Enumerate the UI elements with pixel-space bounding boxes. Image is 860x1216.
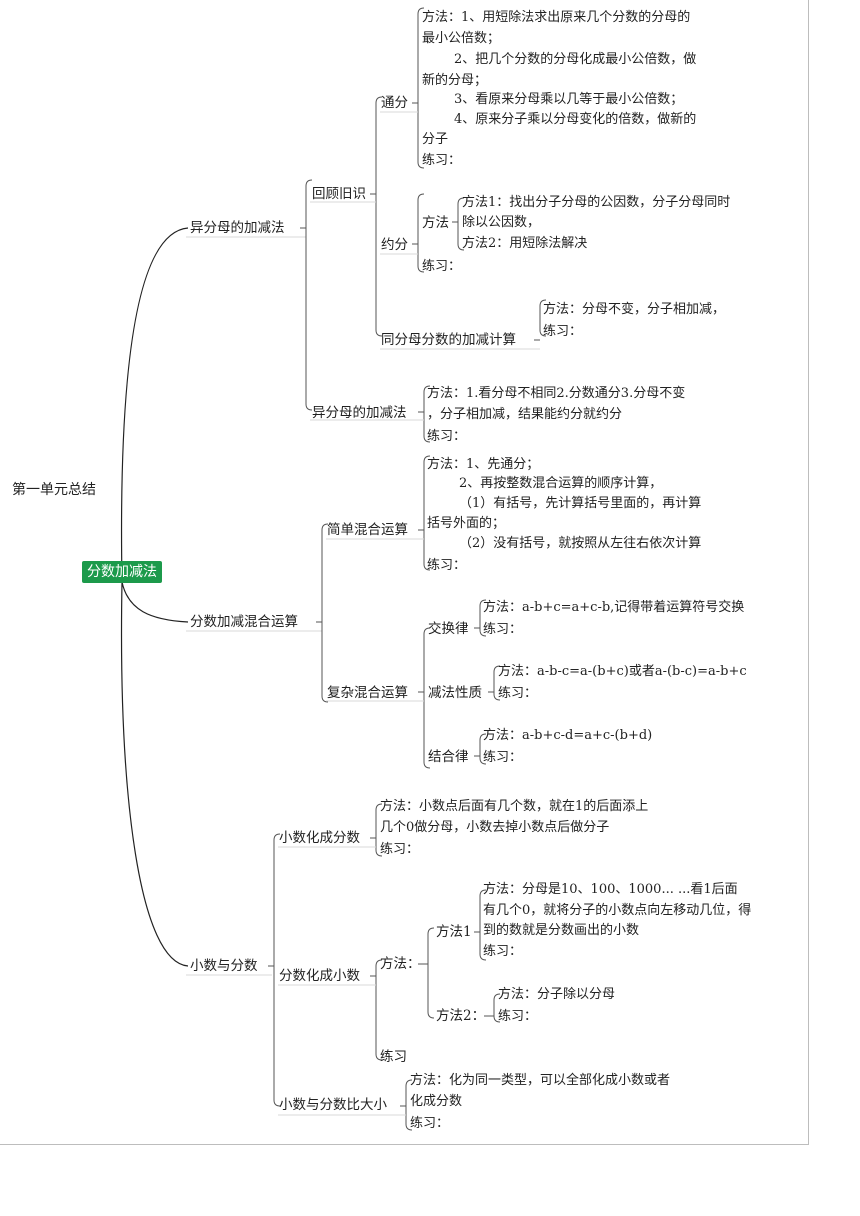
mind-map-connectors (120, 7, 547, 1131)
brace-m1 (474, 889, 487, 961)
brace-simple (418, 455, 431, 571)
brace-associative (474, 733, 487, 765)
center-node[interactable]: 分数加减法 (82, 561, 162, 583)
to-decimal-practice: 练习 (380, 1049, 407, 1065)
tongfen-line: 最小公倍数； (422, 31, 501, 46)
m1-line: 有几个0，就将分子的小数点向左移动几位，得 (483, 903, 752, 918)
rule-line: 方法：1.看分母不相同2.分数通分3.分母不变 (427, 386, 686, 401)
node-subtraction[interactable]: 减法性质 (428, 685, 482, 701)
commutative-line: 练习： (483, 622, 523, 637)
tongfen-line: 3、看原来分母乘以几等于最小公倍数； (454, 92, 684, 107)
node-to-decimal-method[interactable]: 方法： (380, 956, 421, 972)
brace-m2 (484, 993, 501, 1023)
compare-line: 方法：化为同一类型，可以全部化成小数或者 (410, 1073, 671, 1088)
to-fraction-line: 练习： (380, 842, 420, 857)
node-yuefen[interactable]: 约分 (381, 237, 408, 253)
simple-line: 2、再按整数混合运算的顺序计算， (459, 476, 663, 491)
node-commutative[interactable]: 交换律 (428, 621, 469, 637)
m1-line: 练习： (483, 944, 523, 959)
yuefen-method1-line: 方法1：找出分子分母的公因数，分子分母同时 (462, 195, 731, 210)
tongfen-line: 分子 (422, 132, 449, 147)
brace-compare (400, 1079, 413, 1131)
node-diff-denom[interactable]: 异分母的加减法 (190, 220, 285, 236)
subtraction-line: 练习： (498, 686, 538, 701)
tongfen-line: 4、原来分子乘以分母变化的倍数，做新的 (454, 112, 697, 127)
connector-mixed (121, 581, 189, 623)
brace-subtraction (488, 665, 501, 701)
node-mixed[interactable]: 分数加减混合运算 (190, 614, 298, 630)
node-compare[interactable]: 小数与分数比大小 (279, 1097, 387, 1113)
tongfen-line: 2、把几个分数的分母化成最小公倍数，做 (454, 52, 697, 67)
same-denom-line: 方法：分母不变，分子相加减， (543, 302, 726, 317)
compare-line: 练习： (410, 1116, 450, 1131)
associative-line: 练习： (483, 750, 523, 765)
m2-line: 方法：分子除以分母 (498, 987, 616, 1002)
yuefen-practice: 练习： (422, 259, 462, 274)
rule-line: 练习： (427, 429, 467, 444)
simple-line: 括号外面的； (427, 516, 506, 531)
commutative-line: 方法：a-b+c=a+c-b,记得带着运算符号交换 (483, 600, 745, 615)
page-frame (0, 0, 809, 1145)
connector-decimal (120, 581, 189, 967)
m2-line: 练习： (498, 1009, 538, 1024)
simple-line: （1）有括号，先计算括号里面的，再计算 (459, 496, 702, 511)
yuefen-method1-line: 除以公因数， (462, 215, 541, 230)
brace-to-decimal (370, 959, 383, 1061)
brace-to-decimal-method (418, 927, 435, 1019)
brace-rule (418, 385, 431, 443)
map-title: 第一单元总结 (12, 482, 96, 498)
simple-line: 练习： (427, 558, 467, 573)
tongfen-line: 新的分母； (422, 73, 488, 88)
node-to-fraction[interactable]: 小数化成分数 (279, 830, 360, 846)
brace-to-fraction (370, 803, 383, 857)
brace-tongfen (412, 7, 425, 169)
node-m2[interactable]: 方法2： (436, 1008, 486, 1024)
brace-yuefen (412, 193, 425, 273)
node-rule[interactable]: 异分母的加减法 (312, 405, 407, 421)
tongfen-line: 方法：1、用短除法求出原来几个分数的分母的 (422, 10, 691, 25)
node-simple[interactable]: 简单混合运算 (327, 522, 408, 538)
brace-same-denom (534, 299, 547, 341)
brace-review (370, 96, 383, 337)
m1-line: 方法：分母是10、100、1000... ...看1后面 (483, 882, 738, 897)
node-m1[interactable]: 方法1 (436, 924, 472, 940)
brace-complex (418, 627, 431, 769)
node-complex[interactable]: 复杂混合运算 (327, 685, 408, 701)
brace-decimal (268, 833, 281, 1107)
brace-yuefen-method (452, 197, 465, 251)
m1-line: 到的数就是分数画出的小数 (483, 923, 640, 938)
same-denom-line: 练习： (543, 324, 583, 339)
brace-diff-denom (300, 179, 313, 411)
brace-mixed (316, 523, 329, 703)
subtraction-line: 方法：a-b-c=a-(b+c)或者a-(b-c)=a-b+c (498, 664, 747, 679)
node-associative[interactable]: 结合律 (428, 749, 469, 765)
brace-commutative (474, 599, 487, 637)
rule-line: ，分子相加减，结果能约分就约分 (427, 407, 623, 422)
tongfen-line: 练习： (422, 153, 462, 168)
simple-line: 方法：1、先通分； (427, 457, 540, 472)
associative-line: 方法：a-b+c-d=a+c-(b+d) (483, 728, 653, 743)
node-decimal[interactable]: 小数与分数 (190, 958, 258, 974)
node-same-denom[interactable]: 同分母分数的加减计算 (381, 332, 516, 348)
simple-line: （2）没有括号，就按照从左往右依次计算 (459, 536, 702, 551)
compare-line: 化成分数 (410, 1094, 463, 1109)
yuefen-method2: 方法2：用短除法解决 (462, 236, 588, 251)
node-tongfen[interactable]: 通分 (381, 95, 408, 111)
connector-diff-denom (120, 227, 189, 583)
to-fraction-line: 方法：小数点后面有几个数，就在1的后面添上 (380, 799, 649, 814)
node-to-decimal[interactable]: 分数化成小数 (279, 968, 360, 984)
node-yuefen-method[interactable]: 方法 (422, 215, 449, 231)
to-fraction-line: 几个0做分母，小数去掉小数点后做分子 (380, 820, 610, 835)
node-review[interactable]: 回顾旧识 (312, 186, 366, 202)
